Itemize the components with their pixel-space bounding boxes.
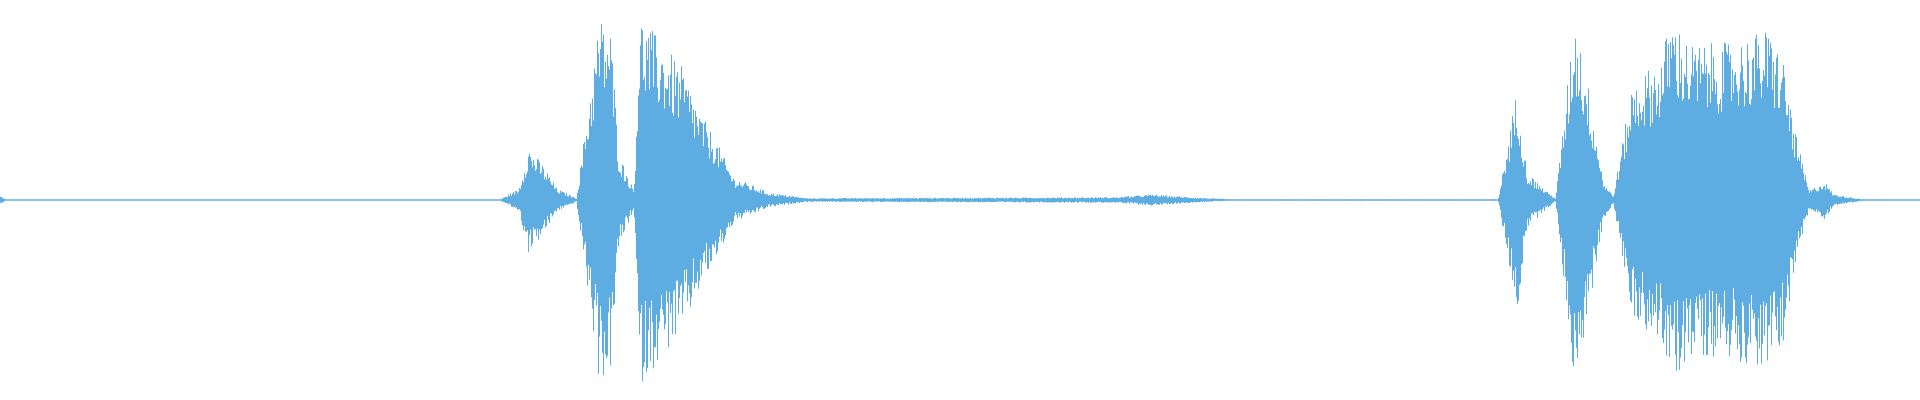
waveform-samples: [0, 24, 1920, 382]
